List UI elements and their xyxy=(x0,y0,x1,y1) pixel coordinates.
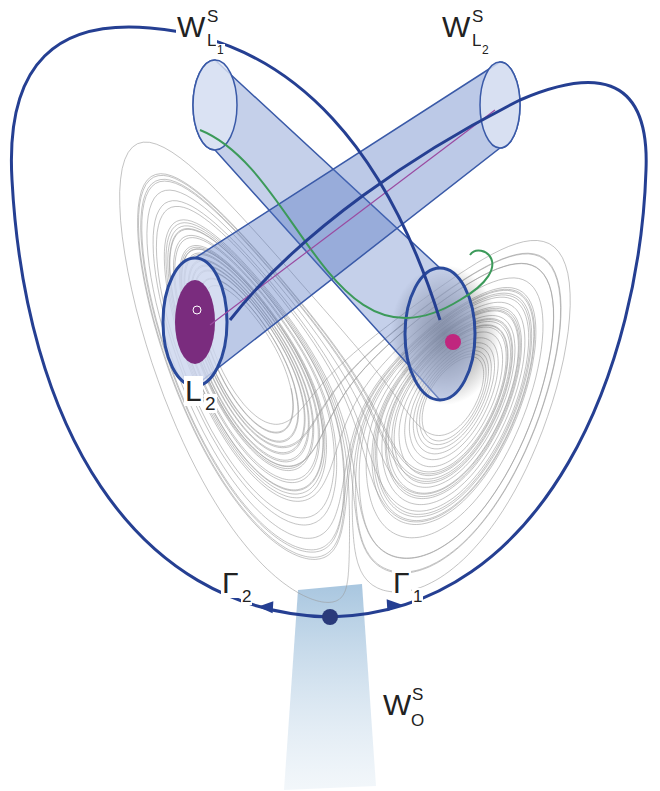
math-label: O xyxy=(410,712,425,729)
arrowhead xyxy=(385,599,402,613)
intersection-curve xyxy=(200,130,492,318)
fixed-point-dot xyxy=(445,334,461,350)
math-label: L xyxy=(184,376,203,406)
homoclinic-loop xyxy=(230,83,646,617)
math-label: Γ xyxy=(221,568,240,598)
math-label: S xyxy=(471,8,484,25)
math-label: S xyxy=(411,686,424,703)
math-label: W xyxy=(382,690,412,720)
math-label: 2 xyxy=(241,588,252,605)
purple-disk xyxy=(175,280,215,364)
homoclinic-loop xyxy=(11,27,440,617)
math-label: 2 xyxy=(204,394,217,413)
cylinder-manifold xyxy=(163,62,520,386)
math-label: W xyxy=(441,12,471,42)
math-label: 2 xyxy=(481,44,490,56)
saddle-point xyxy=(322,609,338,625)
math-label: 1 xyxy=(412,588,423,605)
math-label: S xyxy=(206,8,219,25)
math-label: Γ xyxy=(392,568,411,598)
math-label: 1 xyxy=(216,44,225,56)
math-label: W xyxy=(176,12,206,42)
arrowhead xyxy=(257,601,274,615)
